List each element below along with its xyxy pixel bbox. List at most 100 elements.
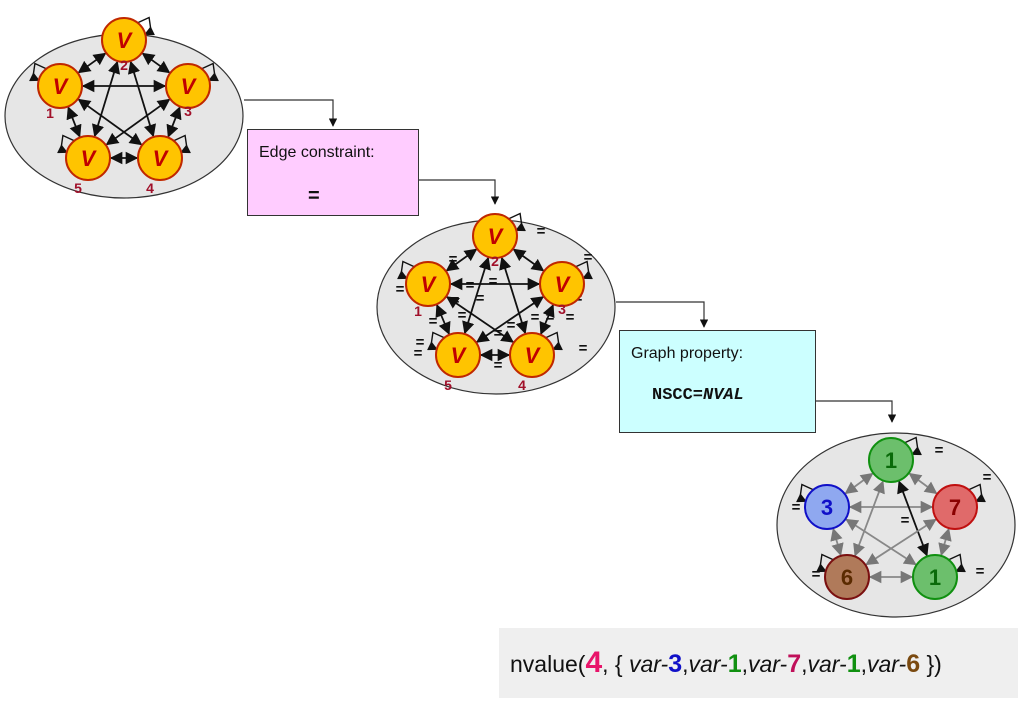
edge [475,296,545,343]
result-expression: nvalue(4, { var-3,var-1,var-7,var-1,var-… [499,628,1018,698]
vertex-id: 2 [491,253,499,269]
self-loop [966,483,986,503]
edge [105,98,171,146]
vertex-label: 6 [841,565,853,590]
self-loop [135,16,155,36]
result-count: 4 [585,646,603,679]
edge [462,256,491,335]
self-loop [796,483,816,503]
self-loop [29,62,49,82]
edge-label: = [451,292,460,309]
result-var-prefix: var- [807,651,847,677]
vertex-label: V [421,272,438,297]
edge [512,248,545,272]
edge-label: = [494,325,503,342]
vertex-label: V [555,272,572,297]
graph-property-box: Graph property: NSCC=NVAL [619,330,816,433]
graph-property-rhs: NVAL [703,386,744,405]
vertex [804,484,850,530]
initial-graph-edges [29,16,219,165]
edge-label: = [901,512,910,529]
edge-label: = [476,290,485,307]
edge [435,304,451,335]
vertex-id: 4 [518,377,526,393]
vertex-id: 3 [558,301,566,317]
vertex-label: V [81,146,98,171]
vertex-id: 5 [74,180,82,196]
result-var-prefix: var- [688,651,728,677]
vertex [435,332,481,378]
result-value: 6 [906,650,921,678]
vertex [65,135,111,181]
edge-label: = [449,251,458,268]
result-var-prefix: var- [866,651,907,677]
vertex [932,484,978,530]
edge-label: = [976,563,985,580]
vertex-label: V [488,224,505,249]
vertex-id: 2 [120,57,128,73]
vertex-label: V [117,28,134,53]
self-loop [397,260,417,280]
vertex-id: 1 [46,105,54,121]
edge [938,527,952,557]
self-loop [902,436,922,456]
vertex-label: V [53,74,70,99]
edge-label: = [489,273,498,290]
vertex [37,63,83,109]
self-loop [427,331,447,351]
vertex [912,554,958,600]
vertex-id: 4 [146,180,154,196]
vertex [472,213,518,259]
edge-label: = [566,309,575,326]
edge-label: = [416,334,425,351]
vertex-label: V [153,146,170,171]
vertex [405,261,451,307]
edge-constraint-value: = [308,185,320,207]
edge-constraint-box: Edge constraint: = [247,129,419,216]
final-graph-edges: ====== [792,436,992,584]
edge-label: = [546,309,555,326]
connector-1 [244,99,338,127]
vertex-label: 1 [929,565,941,590]
connector-2 [419,179,500,205]
vertex-label: V [451,343,468,368]
self-loop [199,62,219,82]
edge-label: = [494,357,503,374]
graph-property-title: Graph property: [631,345,744,362]
edge-label: = [429,313,438,330]
result-close: }) [920,651,942,677]
result-function: nvalue( [510,651,586,677]
graph-property-lhs: NSCC= [652,386,704,405]
edge-label: = [584,249,593,266]
self-loop [946,553,966,573]
edge-label: = [396,281,405,298]
vertex [509,332,555,378]
edge [830,527,844,557]
self-loop [816,553,836,573]
vertex-label: V [181,74,198,99]
edge [865,518,937,566]
self-loop [506,212,526,232]
vertex [539,261,585,307]
connector-4 [816,400,897,423]
edge-label: = [507,317,516,334]
self-loop [171,134,191,154]
graph-property-formula: NSCC=NVAL [652,386,744,405]
edge-label: = [983,469,992,486]
result-var-prefix: var- [747,651,788,677]
edge-label: = [792,499,801,516]
edge-label: = [579,340,588,357]
edge-label: = [466,277,475,294]
result-value: 3 [668,650,683,678]
edge-label: = [531,309,540,326]
edge [445,248,478,272]
vertex-label: 1 [885,448,897,473]
self-loop [57,134,77,154]
vertex [137,135,183,181]
connector-3 [616,301,709,328]
flow-connectors [244,99,897,423]
